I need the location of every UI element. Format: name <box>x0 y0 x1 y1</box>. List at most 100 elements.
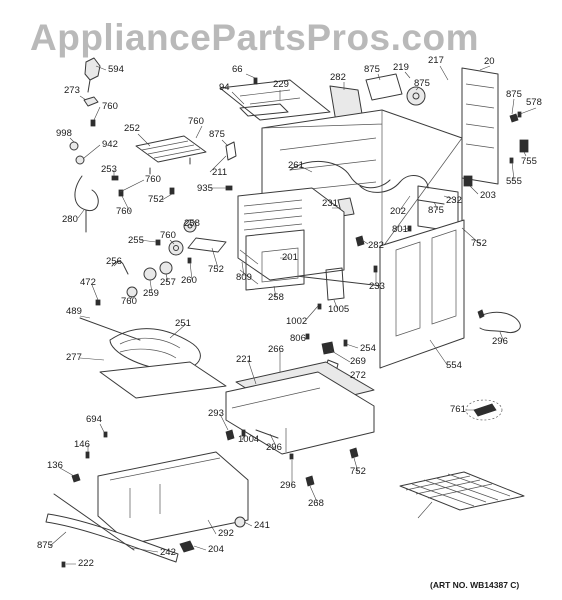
side-panel-221 <box>379 219 465 369</box>
fan-219 <box>406 86 426 106</box>
label-268: 761 <box>450 404 466 415</box>
label-578: 755 <box>521 156 537 167</box>
igniter-594 <box>84 57 101 93</box>
label-1004: 296 <box>266 442 282 453</box>
label-292: 241 <box>254 520 270 531</box>
label-1005: 1002 <box>286 316 307 327</box>
label-760: 752 <box>148 194 164 205</box>
label-801: 282 <box>368 240 384 251</box>
screw-760-b <box>118 189 124 197</box>
clip-761 <box>103 431 108 438</box>
label-258: 760 <box>160 230 176 241</box>
label-752: 296 <box>280 480 296 491</box>
foot-296-mid <box>305 475 315 487</box>
screw-752-mid <box>187 257 192 264</box>
bake-element-252 <box>135 135 207 175</box>
label-257: 259 <box>143 288 159 299</box>
screw-760-d <box>155 239 161 246</box>
screw-806 <box>343 339 348 347</box>
drawer-frame-266 <box>225 371 375 455</box>
label-217: 20 <box>484 56 495 67</box>
bracket-273 <box>83 96 99 107</box>
label-255: 752 <box>208 264 224 275</box>
bracket-232 <box>417 199 445 205</box>
foot-555 <box>463 175 473 187</box>
label-66: 94 <box>219 82 230 93</box>
label-875: 752 <box>471 238 487 249</box>
label-254: 269 <box>350 356 366 367</box>
label-875: 217 <box>428 55 444 66</box>
rod-472 <box>79 317 141 341</box>
label-94: 229 <box>273 79 289 90</box>
screw-875-right <box>517 111 522 118</box>
screw-760-a <box>90 119 96 127</box>
spring-260 <box>111 261 129 275</box>
screw-760-c <box>169 187 175 195</box>
label-136: 875 <box>37 540 53 551</box>
panel-222 <box>53 493 135 551</box>
liner-935 <box>239 249 259 285</box>
stop-242 <box>179 540 195 553</box>
label-266: 221 <box>236 354 252 365</box>
label-229: 282 <box>330 72 346 83</box>
label-809: 201 <box>282 252 298 263</box>
knob-257 <box>143 267 157 281</box>
label-761: 694 <box>86 414 102 425</box>
door-gasket-809 <box>261 247 299 283</box>
bracket-211 <box>225 141 237 161</box>
drawer-tub-204 <box>97 451 249 545</box>
label-875: 222 <box>78 558 94 569</box>
label-293: 1004 <box>238 434 259 445</box>
screw-694 <box>85 451 90 459</box>
label-260: 256 <box>106 256 122 267</box>
block-578 <box>519 139 529 153</box>
vent-trim-94 <box>219 79 331 121</box>
label-233: 266 <box>268 344 284 355</box>
screw-760-e <box>95 299 101 306</box>
knob-256 <box>159 261 173 275</box>
wire-280 <box>74 175 99 233</box>
label-760: 255 <box>128 235 144 246</box>
wiring-231 <box>359 174 429 193</box>
label-202: 261 <box>288 160 304 171</box>
back-panel-217 <box>461 67 499 185</box>
label-253: 253 <box>101 164 117 175</box>
label-261: 935 <box>197 183 213 194</box>
cover-282-top <box>365 73 403 101</box>
label-219: 875 <box>414 78 430 89</box>
label-269: 272 <box>350 370 366 381</box>
bracket-1002 <box>305 333 310 340</box>
label-296: 268 <box>308 498 324 509</box>
label-232: 875 <box>428 205 444 216</box>
label-231: 202 <box>390 206 406 217</box>
label-875: 875 <box>209 129 225 140</box>
screw-875-bottom <box>61 561 66 568</box>
screw-755 <box>509 157 514 164</box>
oven-rack-241 <box>399 471 525 511</box>
label-555: 203 <box>480 190 496 201</box>
screw-752-bottom <box>289 453 294 460</box>
power-cord-554 <box>477 309 521 333</box>
label-760: 760 <box>145 174 161 185</box>
harness-202 <box>289 160 391 189</box>
label-20: 875 <box>506 89 522 100</box>
switch-801 <box>355 235 365 247</box>
label-760: 760 <box>188 116 204 127</box>
label-472: 489 <box>66 306 82 317</box>
label-806: 254 <box>360 343 376 354</box>
label-942: 942 <box>102 139 118 150</box>
label-282: 875 <box>364 64 380 75</box>
label-875: 578 <box>526 97 542 108</box>
terminal-253 <box>111 175 119 181</box>
label-252: 252 <box>124 123 140 134</box>
label-280: 280 <box>62 214 78 225</box>
label-875: 219 <box>393 62 409 73</box>
label-222: 242 <box>160 547 176 558</box>
label-554: 296 <box>492 336 508 347</box>
label-760: 760 <box>102 101 118 112</box>
screw-752-top <box>253 77 258 85</box>
nut-942 <box>75 155 85 165</box>
label-489: 251 <box>175 318 191 329</box>
label-752: 66 <box>232 64 243 75</box>
